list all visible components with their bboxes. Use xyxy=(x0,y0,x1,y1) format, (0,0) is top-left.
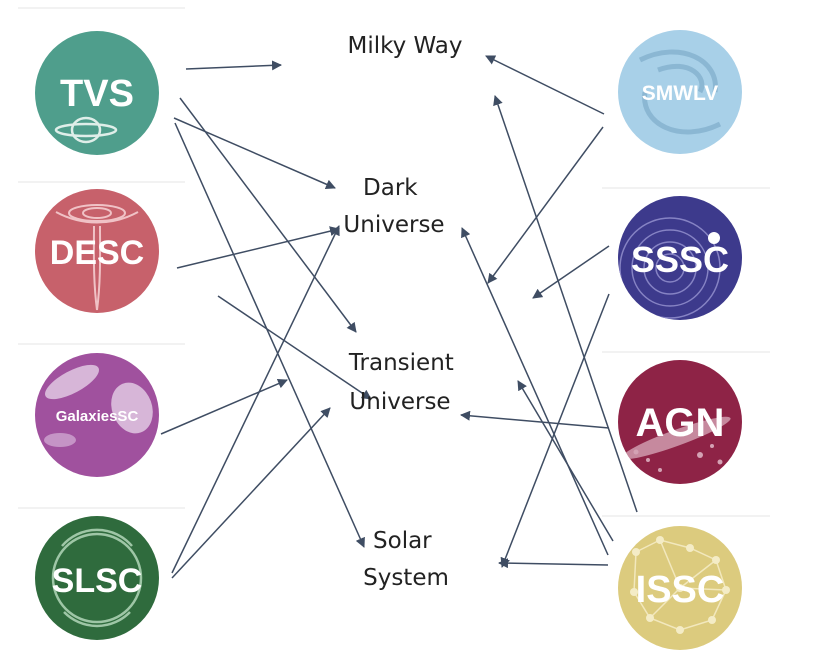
arrow-sssc-solar-system xyxy=(500,293,610,568)
arrow-tvs-transient-universe xyxy=(179,97,357,333)
target-dark-universe-line2: Universe xyxy=(343,212,444,238)
arrow-issc-transient-universe xyxy=(517,380,614,542)
smwlv-logo-label: SMWLV xyxy=(642,82,719,105)
target-transient-universe-line2: Universe xyxy=(349,389,450,415)
target-labels: Milky Way Dark Universe Transient Univer… xyxy=(343,33,462,591)
target-solar-system-line1: Solar xyxy=(373,528,432,554)
arrow-slsc-dark-universe xyxy=(171,225,340,574)
slsc-logo: SLSC xyxy=(35,516,159,640)
sssc-logo-label: SSSC xyxy=(631,239,729,280)
target-solar-system: Solar System xyxy=(363,528,449,591)
target-solar-system-line2: System xyxy=(363,565,449,591)
arrow-galaxies-transient-universe xyxy=(160,378,288,435)
spiral-galaxy-icon xyxy=(638,49,722,135)
galaxies-logo: GalaxiesSC xyxy=(35,353,159,477)
arrow-tvs-solar-system xyxy=(174,122,365,548)
arrow-issc-dark-universe xyxy=(461,227,609,556)
tvs-logo: TVS xyxy=(35,31,159,155)
arrow-tvs-dark-universe xyxy=(173,117,336,189)
arrow-sssc-transient-universe xyxy=(532,245,610,299)
arrow-tvs-milky-way xyxy=(185,60,282,71)
tvs-logo-label: TVS xyxy=(60,73,134,115)
arrow-desc-dark-universe xyxy=(176,226,340,269)
target-milky-way: Milky Way xyxy=(347,33,462,59)
sssc-logo: SSSC xyxy=(618,196,742,320)
galaxy-icon xyxy=(44,364,153,447)
target-dark-universe-line1: Dark xyxy=(363,175,418,201)
lens-ring-icon xyxy=(51,528,143,628)
saturn-icon xyxy=(54,116,118,144)
target-transient-universe-line1: Transient xyxy=(348,350,454,376)
arrow-slsc-transient-universe xyxy=(171,407,331,579)
target-dark-universe: Dark Universe xyxy=(343,175,444,238)
agn-logo: AGN xyxy=(618,360,742,484)
network-icon xyxy=(630,536,730,634)
agn-logo-label: AGN xyxy=(636,401,725,445)
slsc-logo-label: SLSC xyxy=(52,562,143,600)
arrow-smwlv-milky-way xyxy=(485,55,605,115)
arrow-issc-solar-system xyxy=(498,558,609,569)
target-milky-way-line1: Milky Way xyxy=(347,33,462,59)
lens-funnel-icon xyxy=(55,204,139,311)
arrow-agn-transient-universe xyxy=(460,410,610,429)
issc-logo-label: ISSC xyxy=(636,569,725,611)
orbits-icon xyxy=(619,217,721,319)
arrow-smwlv-transient-universe xyxy=(487,126,604,284)
arrow-desc-transient-universe xyxy=(217,295,372,400)
tvs-logo-circle xyxy=(35,31,159,155)
desc-logo-circle xyxy=(35,189,159,313)
target-transient-universe: Transient Universe xyxy=(348,350,461,415)
row-separators xyxy=(18,7,770,517)
desc-logo: DESC xyxy=(35,189,159,313)
arrows xyxy=(160,55,638,579)
smwlv-logo: SMWLV xyxy=(618,30,742,154)
desc-logo-label: DESC xyxy=(50,234,144,272)
jet-icon xyxy=(621,416,731,472)
issc-logo: ISSC xyxy=(618,526,742,650)
galaxies-logo-label: GalaxiesSC xyxy=(56,408,139,425)
smwlv-logo-circle xyxy=(618,30,742,154)
arrow-issc-milky-way xyxy=(493,95,638,513)
